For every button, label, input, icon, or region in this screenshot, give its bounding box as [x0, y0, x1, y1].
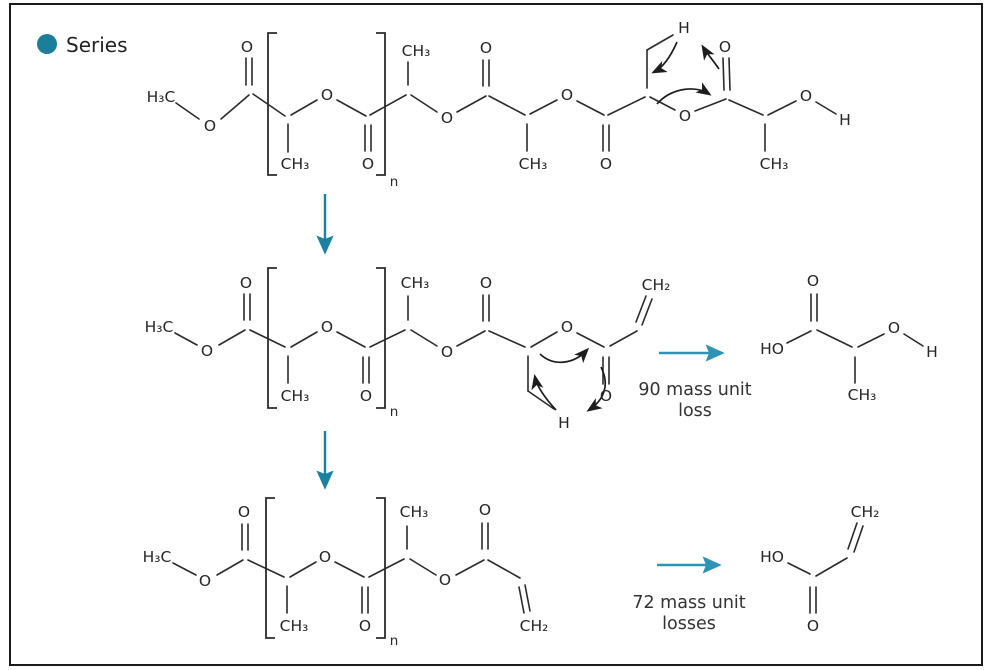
atom-label: O — [321, 318, 333, 336]
ester-bond-arrow — [656, 82, 712, 105]
atom-label: CH₂ — [851, 503, 880, 521]
atom-label: O — [201, 342, 213, 360]
atom-label: O — [238, 503, 250, 521]
atom-label: CH₂ — [520, 617, 549, 635]
atom-label: O — [600, 387, 612, 405]
molecule-row2-polymer: H₃C O O CH₃ O On CH₃ O O H O O CH₂ — [145, 267, 671, 432]
ester-bond-arrow — [539, 347, 590, 364]
atom-label: O — [479, 501, 491, 519]
atom-label: O — [480, 274, 492, 292]
acrylic-acid-atom-labels: CH₂ HO O — [760, 503, 879, 635]
atom-label: CH₃ — [281, 155, 310, 173]
row1-mechanism-arrows — [651, 41, 720, 105]
reaction-step-2: 72 mass unit losses — [632, 556, 746, 634]
atom-label: HO — [760, 548, 784, 566]
atom-label: O — [480, 39, 492, 57]
molecule-row1-polymer: H₃C O O CH₃ O On CH₃ O O CH₃ O O H O O CH₃ O H — [147, 19, 851, 190]
figure-border — [9, 3, 983, 666]
atom-label: O — [679, 107, 691, 125]
atom-label: O — [600, 155, 612, 173]
atom-label: O — [441, 343, 453, 361]
repeat-bracket-right — [376, 32, 386, 176]
atom-label: O — [204, 117, 216, 135]
row2-atom-labels: H₃C O O CH₃ O On CH₃ O O H O O CH₂ — [145, 274, 671, 432]
repeat-bracket-right — [376, 267, 386, 409]
atom-label: O — [441, 109, 453, 127]
atom-label: O — [319, 548, 331, 566]
atom-label: CH₃ — [519, 155, 548, 173]
mass-loss-label-1b: loss — [678, 401, 712, 421]
atom-label: H — [839, 111, 851, 129]
atom-label: O — [241, 38, 253, 56]
atom-label: H₃C — [147, 88, 176, 106]
atom-label: CH₂ — [642, 276, 671, 294]
atom-label: O — [561, 318, 573, 336]
h-transfer-arrow — [651, 41, 678, 74]
row3-bonds — [172, 497, 531, 639]
mass-loss-label-1: 90 mass unit — [638, 380, 751, 400]
atom-label: O — [439, 571, 451, 589]
molecule-lactic-acid-product: HO O CH₃ O H — [760, 272, 938, 404]
atom-label: CH₃ — [848, 386, 877, 404]
atom-label: O — [800, 87, 812, 105]
atom-label: H — [558, 414, 570, 432]
atom-label: HO — [760, 340, 784, 358]
lactic-acid-bonds — [786, 293, 924, 384]
atom-label: H — [926, 343, 938, 361]
mass-loss-label-2b: losses — [662, 614, 716, 634]
atom-label: CH₃ — [760, 155, 789, 173]
lactic-acid-atom-labels: HO O CH₃ O H — [760, 272, 938, 404]
atom-label: H₃C — [143, 548, 172, 566]
atom-label: O — [240, 274, 252, 292]
acrylic-acid-bonds — [787, 522, 864, 614]
atom-label: n — [390, 174, 399, 190]
atom-label: O — [561, 86, 573, 104]
series-legend-label: Series — [66, 33, 128, 57]
atom-label: O — [359, 617, 371, 635]
repeat-bracket-right — [376, 497, 386, 639]
atom-label: O — [807, 617, 819, 635]
atom-label: O — [321, 86, 333, 104]
atom-label: O — [360, 387, 372, 405]
row1-bonds — [175, 32, 837, 176]
atom-label: n — [390, 633, 399, 649]
carbonyl-arrow — [586, 366, 606, 412]
atom-label: H — [678, 19, 690, 37]
h-transfer-arrow — [531, 373, 557, 411]
atom-label: CH₃ — [281, 387, 310, 405]
atom-label: CH₃ — [280, 617, 309, 635]
atom-label: n — [390, 404, 399, 420]
row1-atom-labels: H₃C O O CH₃ O On CH₃ O O CH₃ O O H O O CH₃ O H — [147, 19, 851, 190]
row3-atom-labels: H₃C O O CH₃ O On CH₃ O O CH₂ — [143, 501, 549, 649]
series-legend-dot-icon — [37, 34, 57, 54]
molecule-row3-polymer: H₃C O O CH₃ O On CH₃ O O CH₂ — [143, 497, 549, 649]
mass-loss-label-2: 72 mass unit — [632, 593, 745, 613]
reaction-step-1: 90 mass unit loss — [638, 344, 752, 421]
atom-label: CH₃ — [402, 42, 431, 60]
atom-label: CH₃ — [400, 503, 429, 521]
atom-label: O — [807, 272, 819, 290]
carbonyl-arrow — [701, 44, 720, 70]
repeat-bracket-left — [267, 267, 277, 409]
molecule-acrylic-acid-product: CH₂ HO O — [760, 503, 879, 635]
atom-label: O — [362, 155, 374, 173]
atom-label: H₃C — [145, 318, 174, 336]
row2-mechanism-arrows — [531, 347, 606, 412]
atom-label: O — [199, 572, 211, 590]
repeat-bracket-left — [267, 32, 277, 176]
atom-label: CH₃ — [401, 274, 430, 292]
atom-label: O — [719, 38, 731, 56]
repeat-bracket-left — [265, 497, 275, 639]
legend: Series — [37, 33, 128, 57]
atom-label: O — [888, 319, 900, 337]
